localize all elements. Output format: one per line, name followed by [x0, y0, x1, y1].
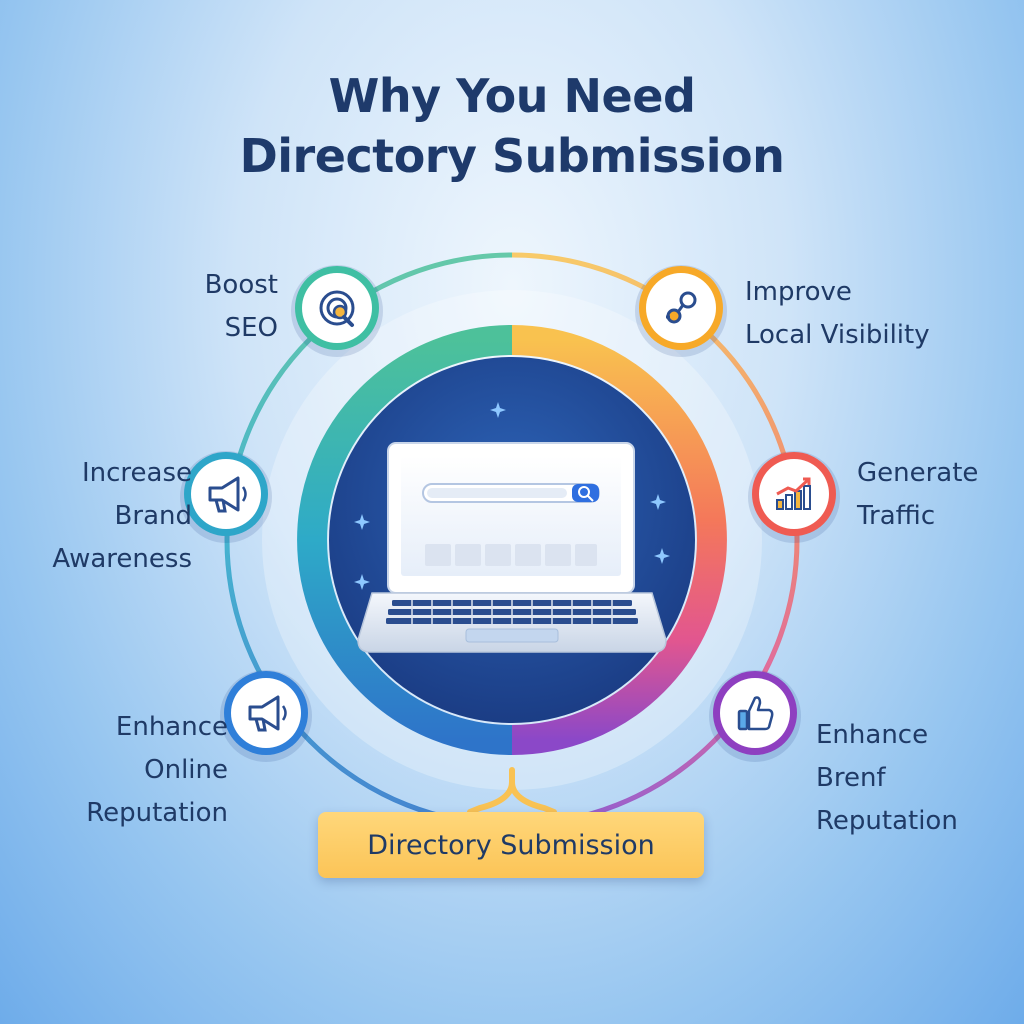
- megaphone-icon: [208, 476, 247, 513]
- center-connector: [467, 767, 557, 815]
- benefit-label-local-visibility: Improve Local Visibility: [745, 277, 930, 350]
- target-search-icon: [319, 290, 355, 327]
- benefit-node-1: [291, 265, 383, 357]
- title-line-1: Why You Need: [328, 69, 696, 123]
- page-title: Why You Need Directory Submission: [0, 66, 1024, 186]
- benefit-node-5: [220, 670, 312, 762]
- growth-chart-icon: [776, 477, 811, 510]
- directory-submission-box: Directory Submission: [318, 812, 704, 878]
- benefit-label-online-reputation: Enhance Online Reputation: [86, 712, 228, 828]
- benefit-node-3: [180, 451, 272, 543]
- benefit-label-brand-awareness: Increase Brand Awareness: [52, 458, 192, 574]
- center-label: Directory Submission: [367, 829, 655, 861]
- benefit-label-brand-reputation: Enhance Brenf Reputation: [816, 720, 958, 836]
- benefit-node-6: [709, 670, 801, 762]
- benefit-node-4: [748, 451, 840, 543]
- laptop-icon: [357, 442, 667, 653]
- title-line-2: Directory Submission: [239, 129, 785, 183]
- sparkles: [354, 402, 670, 590]
- inner-ring: [297, 325, 727, 755]
- benefit-label-boost-seo: Boost SEO: [204, 270, 278, 343]
- megaphone-icon: [248, 695, 287, 732]
- benefit-label-generate-traffic: Generate Traffic: [857, 458, 979, 531]
- location-link-icon: [666, 291, 697, 324]
- thumbs-up-icon: [737, 696, 774, 731]
- benefit-node-2: [635, 265, 727, 357]
